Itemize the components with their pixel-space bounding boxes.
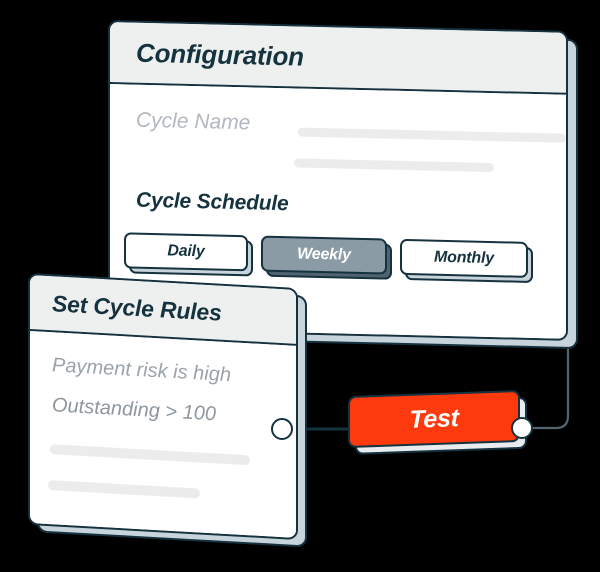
rules-card-surface: Set Cycle Rules Payment risk is high Out… — [28, 272, 298, 540]
rules-placeholder-bar-secondary — [48, 480, 200, 499]
rule-item-outstanding[interactable]: Outstanding > 100 — [52, 394, 217, 426]
cycle-name-input-bar[interactable] — [298, 127, 566, 143]
test-node: Test — [348, 389, 527, 455]
segment-daily-wrap: Daily — [124, 232, 253, 277]
segment-daily-button[interactable]: Daily — [124, 232, 248, 272]
segment-monthly-button[interactable]: Monthly — [400, 238, 528, 278]
rules-placeholder-bar-primary — [50, 444, 250, 466]
rules-card-body: Payment risk is high Outstanding > 100 — [30, 331, 296, 538]
rule-item-payment-risk[interactable]: Payment risk is high — [52, 354, 231, 387]
cycle-schedule-label: Cycle Schedule — [136, 188, 289, 216]
configuration-card-header: Configuration — [110, 22, 566, 95]
configuration-title: Configuration — [136, 37, 304, 72]
rules-card: Set Cycle Rules Payment risk is high Out… — [28, 272, 307, 548]
test-button-label: Test — [409, 403, 459, 434]
rules-card-output-node[interactable] — [271, 418, 293, 440]
segment-weekly-wrap: Weekly — [261, 235, 392, 280]
test-node-output-port[interactable] — [511, 417, 533, 439]
cycle-name-label: Cycle Name — [136, 108, 251, 135]
segment-monthly-wrap: Monthly — [400, 238, 533, 284]
cycle-name-secondary-bar[interactable] — [294, 158, 494, 173]
cycle-name-field-row: Cycle Name — [136, 108, 566, 173]
test-button[interactable]: Test — [348, 389, 520, 448]
cycle-schedule-segmented-control: Daily Weekly Monthly — [118, 232, 558, 288]
segment-weekly-button[interactable]: Weekly — [261, 235, 387, 275]
rules-title: Set Cycle Rules — [52, 289, 222, 326]
